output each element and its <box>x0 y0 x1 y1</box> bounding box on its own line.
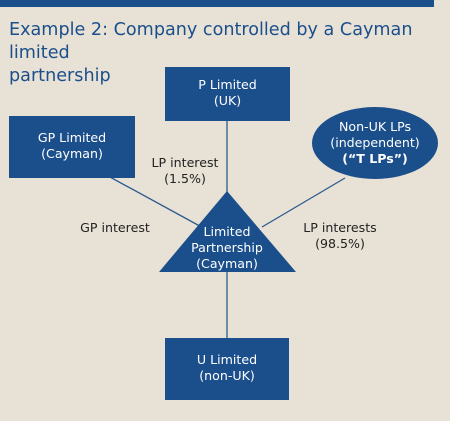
edge-label-lp-interests-pct: (98.5%) <box>315 236 365 251</box>
node-limited-partnership-line2: Partnership <box>191 240 263 255</box>
node-limited-partnership-jurisdiction: (Cayman) <box>196 256 258 271</box>
node-non-uk-lps-alias: (“T LPs”) <box>342 151 408 166</box>
header-bar <box>0 0 434 7</box>
node-gp-limited-jurisdiction: (Cayman) <box>41 146 103 161</box>
node-non-uk-lps-name: Non-UK LPs <box>338 119 412 134</box>
node-p-limited <box>165 67 290 121</box>
title-line-1: Example 2: Company controlled by a Cayma… <box>9 20 413 63</box>
node-non-uk-lps <box>312 107 438 179</box>
node-limited-partnership <box>159 191 296 272</box>
node-u-limited-label: U Limited (non-UK) <box>165 352 289 384</box>
edge-label-lp-interest-name: LP interest <box>151 155 219 170</box>
node-gp-limited <box>9 116 135 178</box>
node-p-limited-jurisdiction: (UK) <box>213 93 242 108</box>
node-u-limited-name: U Limited <box>196 352 258 367</box>
edge-label-gp-interest-name: GP interest <box>80 220 150 235</box>
node-p-limited-name: P Limited <box>198 77 257 92</box>
edge-label-lp-interest-pct: (1.5%) <box>164 171 206 186</box>
node-u-limited <box>165 338 289 400</box>
diagram-title: Example 2: Company controlled by a Cayma… <box>9 19 434 88</box>
title-line-2: partnership <box>9 66 111 86</box>
node-gp-limited-label: GP Limited (Cayman) <box>9 130 135 162</box>
node-non-uk-lps-status: (independent) <box>330 135 420 150</box>
edge-label-lp-interests-name: LP interests <box>303 220 377 235</box>
node-limited-partnership-line1: Limited <box>203 224 251 239</box>
node-u-limited-jurisdiction: (non-UK) <box>199 368 255 383</box>
node-non-uk-lps-label: Non-UK LPs (independent) (“T LPs”) <box>312 119 438 167</box>
edge-non-uk-lps-to-lp <box>261 177 346 228</box>
node-gp-limited-name: GP Limited <box>37 130 107 145</box>
edge-label-lp-interests: LP interests (98.5%) <box>295 220 385 252</box>
node-p-limited-label: P Limited (UK) <box>165 77 290 109</box>
node-limited-partnership-label: Limited Partnership (Cayman) <box>177 224 277 272</box>
edge-label-gp-interest: GP interest <box>70 220 160 236</box>
edge-label-lp-interest: LP interest (1.5%) <box>140 155 230 187</box>
